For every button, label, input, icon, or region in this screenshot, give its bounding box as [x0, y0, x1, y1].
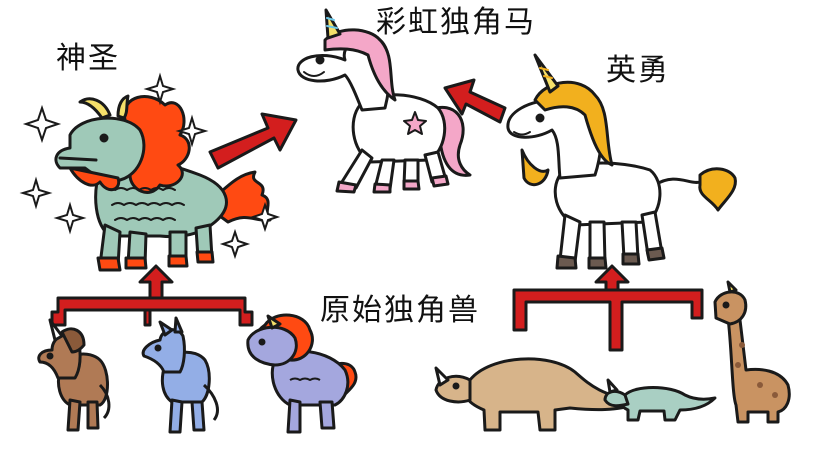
- arrow-heroic-to-rainbow: [443, 78, 507, 124]
- left-branch-connector: [50, 264, 254, 327]
- brown-horse: [37, 318, 111, 432]
- blue-horse: [141, 316, 219, 434]
- sparkle-icons: [19, 72, 281, 260]
- small-horned-dinosaur: [603, 378, 717, 422]
- label-divine: 神圣: [56, 41, 120, 76]
- heroic-unicorn: [506, 53, 737, 270]
- arrow-divine-to-rainbow: [208, 112, 298, 170]
- purple-maned-beast: [246, 313, 358, 434]
- right-branch-connector: [512, 264, 704, 352]
- label-heroic: 英勇: [606, 53, 670, 88]
- divine-dragon-creature: [54, 94, 272, 272]
- label-primitive-unicorn-beasts: 原始独角兽: [320, 293, 480, 328]
- label-rainbow-unicorn: 彩虹独角马: [376, 5, 536, 40]
- rainbow-unicorn: [296, 8, 472, 194]
- giraffe: [713, 280, 791, 424]
